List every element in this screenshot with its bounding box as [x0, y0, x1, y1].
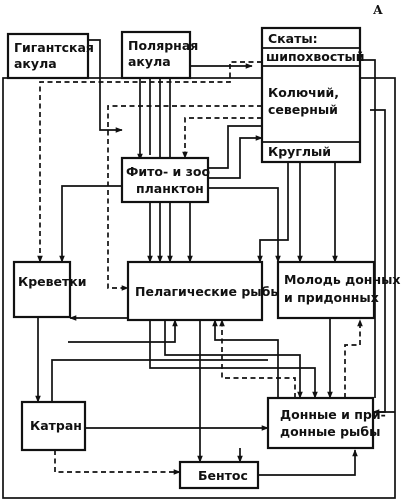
edge-skates-pelagic: [257, 162, 289, 263]
edge-katran-up: [51, 359, 100, 402]
edge-demersal-juvenile-dashed: [344, 319, 363, 398]
node-giant-shark: Гигантская акула: [6, 32, 94, 80]
pelagic-label: Пелагические рыбы: [135, 284, 282, 299]
skates-thorny-2: северный: [268, 102, 338, 117]
skates-thorny-1: Колючий,: [268, 85, 339, 100]
node-demersal: Донные и при- донные рыбы: [266, 396, 386, 450]
edge-katran-benthos-dashed: [54, 450, 181, 475]
polar-shark-label-2: акула: [128, 54, 171, 69]
skates-round: Круглый: [268, 144, 331, 159]
juvenile-label-2: и придонных: [284, 290, 379, 305]
juvenile-label-1: Молодь донных: [284, 272, 400, 287]
edge-demersal-pelagic-dashed: [219, 319, 296, 398]
node-plankton: Фито- и зоо планктон: [120, 156, 210, 204]
edge-pelagic-demersal-2: [164, 320, 303, 399]
node-shrimp: Креветки: [12, 260, 87, 319]
edge-pelagic-demersal: [149, 320, 318, 399]
figure-letter: А: [373, 3, 383, 17]
edge-plankton-shrimp: [59, 185, 122, 263]
edge-katran-pelagic: [68, 319, 178, 343]
edge-plankton-skates-2: [208, 125, 262, 169]
node-juvenile: Молодь донных и придонных: [276, 260, 400, 320]
outer-frame: [2, 77, 396, 499]
giant-shark-label-1: Гигантская: [14, 40, 94, 55]
edge-benthos-demersal: [258, 449, 358, 476]
node-katran: Катран: [20, 400, 87, 452]
node-skates: Скаты: шипохвостый Колючий, северный Кру…: [260, 26, 365, 164]
edge-skates-plankton-dashed: [182, 117, 262, 159]
benthos-label: Бентос: [198, 468, 248, 483]
demersal-label-2: донные рыбы: [280, 424, 380, 439]
edge-skates-shrimp-dashed: [37, 61, 262, 263]
node-pelagic: Пелагические рыбы: [126, 260, 282, 322]
polar-shark-label-1: Полярная: [128, 38, 198, 53]
node-benthos: Бентос: [178, 460, 260, 490]
demersal-label-1: Донные и при-: [280, 407, 386, 422]
plankton-label-2: планктон: [136, 181, 204, 196]
skates-thornback: шипохвостый: [266, 49, 365, 64]
edge-giant-shark-plankton: [88, 39, 123, 133]
edge-demersal-pelagic: [212, 319, 279, 398]
node-polar-shark: Полярная акула: [120, 30, 198, 80]
connections: [8, 39, 395, 476]
giant-shark-label-2: акула: [14, 56, 57, 71]
edge-skates-pelagic-dashed: [107, 105, 262, 291]
skates-title: Скаты:: [268, 31, 318, 46]
plankton-label-1: Фито- и зоо: [126, 164, 210, 179]
edge-plankton-skates: [208, 135, 263, 179]
shrimp-label: Креветки: [18, 274, 87, 289]
edge-plankton-juvenile: [208, 187, 281, 263]
katran-label: Катран: [30, 418, 82, 433]
